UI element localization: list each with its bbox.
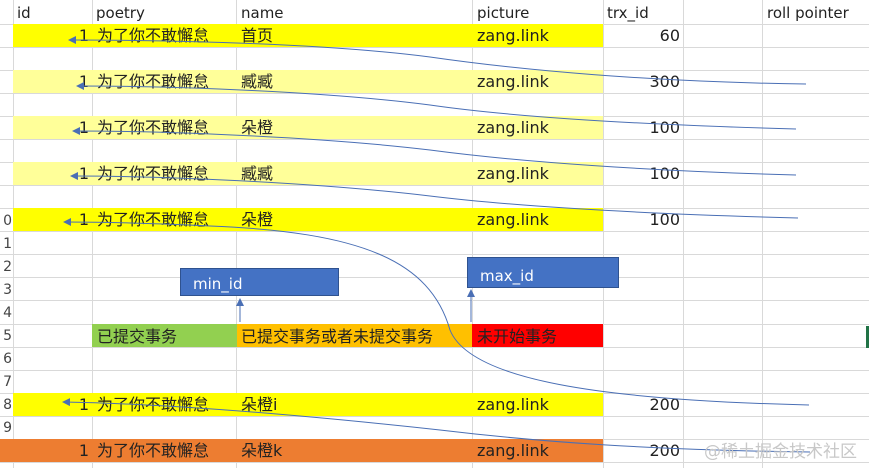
record-poetry[interactable]: 为了你不敢懈怠 [97, 441, 210, 460]
grid-col-line [683, 0, 684, 468]
row-number: 2 [3, 259, 12, 275]
record-id[interactable]: 1 [78, 26, 89, 45]
grid-row-line [0, 47, 869, 48]
row-number: 8 [3, 397, 12, 413]
record-id[interactable]: 1 [78, 72, 89, 91]
grid-row-line [0, 231, 869, 232]
record-row-fill [13, 116, 603, 139]
roll-pointer-arrow [68, 36, 807, 85]
record-trx-id[interactable]: 200 [649, 441, 680, 460]
committed-label: 已提交事务 [97, 327, 178, 346]
header-picture[interactable]: picture [477, 4, 530, 22]
roll-pointer-arrow [63, 218, 810, 406]
record-name[interactable]: 臧臧 [241, 164, 274, 183]
grid-row-line [0, 254, 869, 255]
not-started-label: 未开始事务 [477, 327, 558, 346]
record-id[interactable]: 1 [78, 118, 89, 137]
grid-col-line [603, 0, 604, 468]
record-picture[interactable]: zang.link [477, 395, 549, 414]
roll-pointer-arrow [62, 398, 811, 453]
record-picture[interactable]: zang.link [477, 210, 549, 229]
record-trx-id[interactable]: 200 [649, 395, 680, 414]
record-id[interactable]: 1 [78, 395, 89, 414]
record-picture[interactable]: zang.link [477, 26, 549, 45]
record-name[interactable]: 臧臧 [241, 72, 274, 91]
grid-col-line [762, 0, 763, 468]
grid-col-line [92, 0, 93, 468]
grid-row-line [0, 370, 869, 371]
record-id[interactable]: 1 [78, 164, 89, 183]
row-number: 3 [3, 282, 12, 298]
grid-row-line [0, 347, 869, 348]
record-poetry[interactable]: 为了你不敢懈怠 [97, 118, 210, 137]
record-picture[interactable]: zang.link [477, 118, 549, 137]
record-trx-id[interactable]: 60 [659, 26, 680, 45]
committed-segment [92, 324, 237, 347]
grid-row-line [0, 185, 869, 186]
record-picture[interactable]: zang.link [477, 164, 549, 183]
roll-pointer-arrow [70, 172, 799, 219]
row-number: 7 [3, 374, 12, 390]
header-trx-id[interactable]: trx_id [607, 4, 649, 22]
record-picture[interactable]: zang.link [477, 72, 549, 91]
record-row-fill [13, 208, 603, 231]
record-name[interactable]: 朵橙i [241, 395, 278, 414]
record-trx-id[interactable]: 100 [649, 210, 680, 229]
grid-row-line [0, 462, 869, 463]
record-trx-id[interactable]: 100 [649, 164, 680, 183]
record-row-fill [13, 162, 603, 185]
record-name[interactable]: 朵橙k [241, 441, 283, 460]
record-row-fill [0, 439, 603, 462]
grid-col-line [13, 0, 14, 468]
record-name[interactable]: 朵橙 [241, 118, 274, 137]
grid-row-line [0, 416, 869, 417]
row-number: 1 [3, 236, 12, 252]
grid-row-line [0, 139, 869, 140]
selection-edge [866, 326, 869, 348]
row-number: 5 [3, 328, 12, 344]
row-number: 0 [3, 213, 12, 229]
header-id[interactable]: id [17, 4, 31, 22]
record-id[interactable]: 1 [78, 441, 89, 460]
record-name[interactable]: 朵橙 [241, 210, 274, 229]
record-picture[interactable]: zang.link [477, 441, 549, 460]
grid-row-line [0, 93, 869, 94]
min-id-box: min_id [180, 268, 339, 296]
record-poetry[interactable]: 为了你不敢懈怠 [97, 395, 210, 414]
max-id-label: max_id [480, 267, 534, 285]
header-poetry[interactable]: poetry [96, 4, 145, 22]
header-roll-pointer[interactable]: roll pointer [767, 4, 849, 22]
grid-row-line [0, 300, 869, 301]
roll-pointer-arrow [72, 127, 797, 176]
row-number: 9 [3, 420, 12, 436]
grid-col-line [236, 0, 237, 468]
record-row-fill [13, 393, 603, 416]
grid-col-line [472, 0, 473, 468]
header-name[interactable]: name [241, 4, 284, 22]
record-trx-id[interactable]: 100 [649, 118, 680, 137]
maybe-committed-segment [237, 324, 472, 347]
not-started-segment [472, 324, 603, 347]
maybe-committed-label: 已提交事务或者未提交事务 [241, 327, 434, 346]
record-trx-id[interactable]: 300 [649, 72, 680, 91]
record-id[interactable]: 1 [78, 210, 89, 229]
row-number: 6 [3, 351, 12, 367]
grid-row-line [0, 277, 869, 278]
record-name[interactable]: 首页 [241, 26, 274, 45]
min-id-label: min_id [193, 275, 243, 293]
roll-pointer-arrow [76, 82, 797, 130]
row-number: 4 [3, 305, 12, 321]
watermark: @稀土掘金技术社区 [704, 442, 857, 462]
max-id-box: max_id [467, 257, 619, 288]
